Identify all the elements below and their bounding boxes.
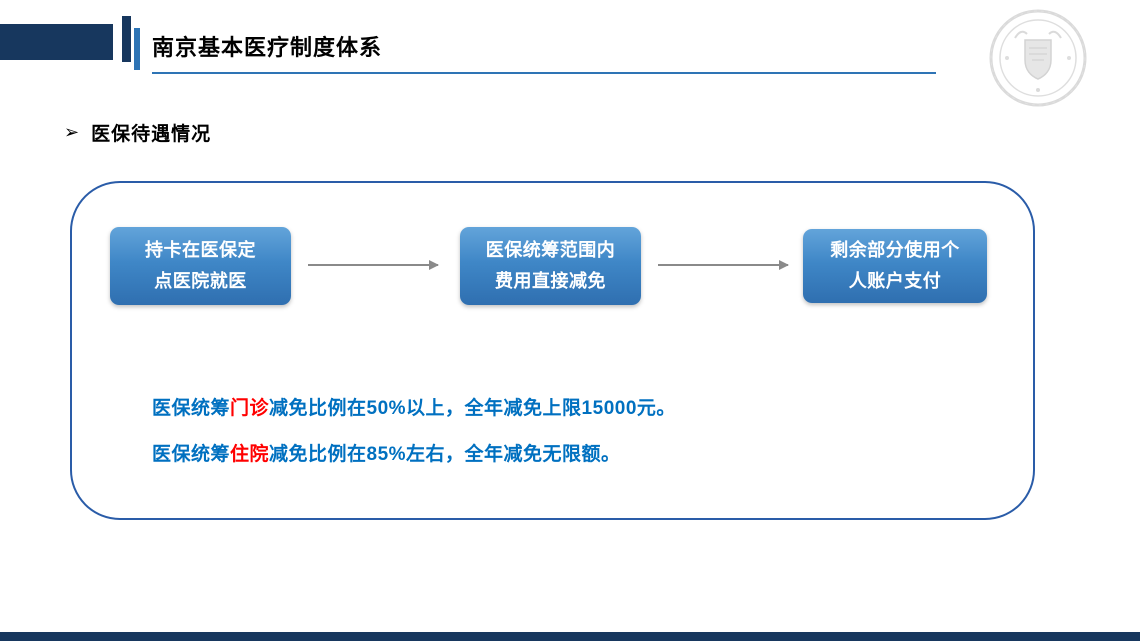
- flow-step-1-line-1: 持卡在医保定: [145, 240, 256, 260]
- arrow-bullet-icon: ➢: [64, 122, 80, 142]
- note-outpatient-highlight: 门诊: [230, 398, 270, 419]
- title-accent-bar-light: [134, 28, 140, 70]
- flow-step-3-line-1: 剩余部分使用个: [830, 240, 960, 260]
- note-inpatient-highlight: 住院: [230, 444, 270, 465]
- section-heading: 医保待遇情况: [91, 124, 212, 145]
- flow-arrow-2-icon: [658, 260, 789, 270]
- note-outpatient: 医保统筹门诊减免比例在50%以上，全年减免上限15000元。: [152, 393, 676, 420]
- note-inpatient: 医保统筹住院减免比例在85%左右，全年减免无限额。: [152, 439, 676, 466]
- flow-step-2-line-1: 医保统筹范围内: [485, 240, 616, 260]
- flow-step-1-line-2: 点医院就医: [154, 271, 247, 291]
- flow-step-3: 剩余部分使用个 人账户支付: [803, 229, 987, 303]
- note-inpatient-rest: 减免比例在85%左右，全年减免无限额。: [269, 444, 621, 465]
- content-panel: 持卡在医保定 点医院就医 医保统筹范围内 费用直接减免 剩余部分使用个 人账户支…: [70, 181, 1035, 520]
- note-outpatient-rest: 减免比例在50%以上，全年减免上限15000元。: [269, 398, 676, 419]
- section-heading-row: ➢ 医保待遇情况: [64, 119, 211, 146]
- notes-block: 医保统筹门诊减免比例在50%以上，全年减免上限15000元。 医保统筹住院减免比…: [152, 393, 676, 485]
- note-inpatient-prefix: 医保统筹: [152, 444, 231, 465]
- note-outpatient-prefix: 医保统筹: [152, 398, 231, 419]
- header-corner-bar: [0, 24, 113, 60]
- flow-step-3-line-2: 人账户支付: [848, 271, 942, 291]
- footer-bar: [0, 632, 1140, 641]
- university-seal-icon: [985, 8, 1091, 108]
- flow-step-2: 医保统筹范围内 费用直接减免: [460, 227, 641, 305]
- title-accent-bar-dark: [122, 16, 131, 62]
- page-title: 南京基本医疗制度体系: [152, 35, 383, 60]
- flow-step-2-line-2: 费用直接减免: [495, 271, 606, 291]
- title-underline: [152, 72, 936, 74]
- flow-step-1: 持卡在医保定 点医院就医: [110, 227, 291, 305]
- flow-arrow-1-icon: [308, 260, 439, 270]
